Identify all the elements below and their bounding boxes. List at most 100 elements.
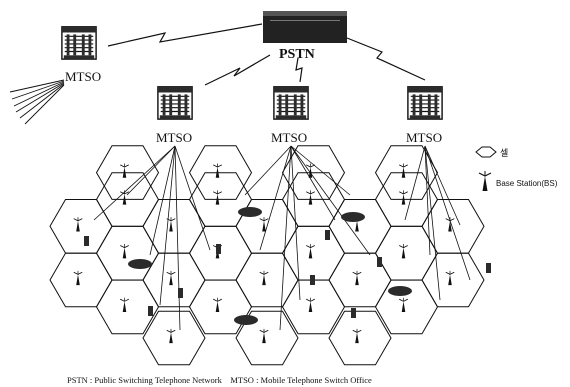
base-station-icon [73,270,83,286]
radio-link [424,145,441,301]
mtso-label: MTSO [156,130,192,145]
handset-mobile-icon [84,236,89,246]
radio-link [290,145,301,301]
radio-link [244,145,292,196]
base-station-icon [212,163,223,179]
mtso-left: MTSO [61,26,101,84]
cell-hexagon [374,145,439,200]
vehicle-mobile-icon [341,212,365,222]
radio-link [290,145,336,221]
radio-link [290,145,371,256]
base-station-icon [305,243,316,259]
vehicle-mobile-icon [238,207,262,217]
radio-link [404,145,426,221]
radio-link [159,145,176,306]
link-pstn-mtso-1 [204,54,271,86]
base-station-icon [305,297,316,313]
radio-link [424,145,471,281]
base-station-icon [352,270,362,286]
cell-hexagon-icon [475,146,497,158]
mtso-label: MTSO [271,130,307,145]
cell-hexagon [188,279,253,335]
handset-mobile-icon [377,257,382,267]
cell-hexagon [95,225,160,281]
link-pstn-mtso-2 [295,57,303,83]
handset-mobile-icon [216,244,221,254]
cell-hexagon [328,199,392,254]
radio-link [174,145,181,331]
radio-link [149,145,176,256]
base-station-icon [445,270,455,286]
base-station-icon [305,189,316,206]
mtso-switch-icon [407,86,443,120]
base-station-icon [259,216,269,232]
radio-link [290,145,351,196]
radio-link [424,145,461,226]
cell-hexagon [235,310,299,366]
mtso-3: MTSO [406,86,443,145]
base-station-icon [398,189,409,206]
cell-hexagon [281,145,346,200]
base-station-icon [212,297,223,313]
link-pstn-mtso-left [107,23,263,47]
base-station-icon [352,328,362,344]
base-station-icon [119,189,130,206]
cell-hexagon [188,145,253,200]
base-station-icon [478,170,492,192]
radio-link [279,145,292,331]
cell-hexagon [49,252,113,308]
vehicle-mobile-icon [128,259,152,269]
pstn-node: PSTN [263,11,347,62]
base-station-icon [166,270,176,286]
cell-hexagon [142,310,206,366]
handset-mobile-icon [148,306,153,316]
legend: 셀 Base Station(BS) [475,146,558,192]
base-station-icon [259,270,269,286]
mtso-switch-icon [273,86,309,120]
cell-hexagon [49,199,113,254]
base-station-icon [119,163,130,179]
cell-grid [49,145,485,366]
pstn-label: PSTN [279,47,315,62]
mobile-units [84,207,491,325]
mtso-left-rays [9,79,65,125]
base-station-icon [398,163,409,179]
radio-link [126,145,176,196]
pstn-switch-icon [263,11,347,43]
base-station-icon [166,328,176,344]
cell-hexagon [281,279,346,335]
handset-mobile-icon [325,230,330,240]
radio-link [174,145,211,251]
base-station-icon [119,243,130,259]
footnote: PSTN : Public Switching Telephone Networ… [67,375,372,385]
base-station-icon [398,297,409,313]
mtso-switch-icon [157,86,193,120]
mtso-1: MTSO [156,86,193,145]
cell-hexagon [95,145,160,200]
mtso-switch-icon [61,26,97,60]
mtso-label: MTSO [406,130,442,145]
handset-mobile-icon [310,275,315,285]
legend-base-station-label: Base Station(BS) [496,179,558,188]
cell-hexagon [421,252,485,308]
base-station-icon [73,216,83,232]
cell-hexagon [142,252,206,308]
mtso-2: MTSO [271,86,309,145]
cell-hexagon [235,252,299,308]
radio-link [424,145,431,256]
cell-hexagon [328,310,392,366]
base-station-icon [305,163,316,179]
handset-mobile-icon [178,288,183,298]
cell-hexagon [281,225,346,281]
mtso-label: MTSO [65,69,101,84]
radio-link [93,145,176,221]
link-pstn-mtso-3 [346,37,426,81]
handset-mobile-icon [486,263,491,273]
legend-cell-label: 셀 [500,148,508,158]
cell-hexagon [374,225,439,281]
vehicle-mobile-icon [234,315,258,325]
base-station-icon [398,243,409,259]
radio-links [93,145,471,331]
base-station-icon [259,328,269,344]
